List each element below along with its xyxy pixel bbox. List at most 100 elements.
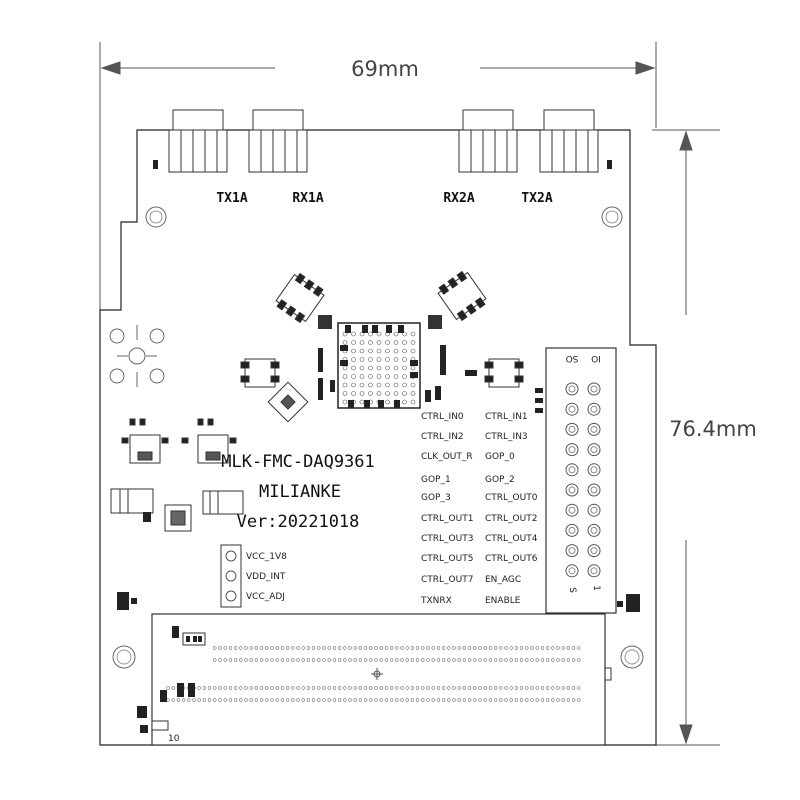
header-mark-bottom-right: 1 <box>591 585 601 591</box>
inductors <box>110 488 244 532</box>
fmc-pin <box>530 646 534 650</box>
fmc-pin <box>285 686 290 690</box>
fmc-pin <box>431 698 435 702</box>
bga-ball <box>402 331 407 337</box>
height-dimension <box>652 129 720 746</box>
power-header <box>220 544 242 608</box>
fmc-pin <box>571 698 576 702</box>
passives-around-ic <box>318 345 477 402</box>
fmc-pin <box>249 686 253 690</box>
fmc-pin <box>379 686 383 690</box>
fmc-pin <box>353 658 357 662</box>
balun-right <box>437 270 487 322</box>
fmc-pin <box>337 646 342 650</box>
bga-ball <box>393 365 399 371</box>
fmc-pin <box>379 658 383 662</box>
fmc-pin <box>473 698 477 702</box>
bga-ball <box>368 348 373 354</box>
fmc-pin <box>441 698 446 702</box>
fmc-pin <box>306 686 311 690</box>
fmc-pin <box>467 658 472 662</box>
fmc-pin <box>343 658 347 662</box>
fmc-pin <box>317 646 321 650</box>
fmc-pin <box>488 646 493 650</box>
fmc-pin <box>488 686 493 690</box>
bga-ball <box>368 331 373 337</box>
header-pin-hole <box>568 425 576 433</box>
fmc-pin <box>374 646 378 650</box>
oscillator-left <box>240 358 280 388</box>
fmc-pin <box>478 686 482 690</box>
fmc-pin <box>239 658 243 662</box>
header-pin <box>587 523 601 537</box>
bga-ball <box>376 340 382 345</box>
fmc-pin <box>337 698 342 702</box>
fmc-pin <box>233 646 238 650</box>
header-pin <box>565 564 579 578</box>
gpio-label: CTRL_OUT0 <box>485 493 538 503</box>
fmc-pin <box>493 686 498 690</box>
fmc-pin <box>509 698 513 702</box>
fmc-pin <box>457 686 461 690</box>
fmc-pin <box>379 646 383 650</box>
fmc-pin <box>478 646 482 650</box>
fmc-mark: 10 <box>168 734 180 744</box>
fmc-pin <box>389 658 394 662</box>
header-pin-hole <box>590 547 598 555</box>
fmc-pin <box>514 698 519 702</box>
gpio-label: CTRL_IN3 <box>485 432 528 442</box>
fmc-pin <box>291 646 295 650</box>
fmc-pin <box>421 646 425 650</box>
fmc-pin <box>280 686 285 690</box>
fmc-pin <box>405 658 409 662</box>
fmc-pin <box>327 698 331 702</box>
fmc-pin <box>436 658 441 662</box>
connector-label-tx2a: TX2A <box>521 191 552 206</box>
fmc-pin <box>462 658 467 662</box>
bga-ball <box>393 357 399 362</box>
fmc-pin <box>358 698 363 702</box>
header-pin-hole <box>568 526 576 534</box>
main-ic <box>337 322 421 409</box>
fmc-pin <box>467 698 472 702</box>
fmc-pin <box>410 698 415 702</box>
fmc-pin <box>363 658 368 662</box>
fmc-pin <box>577 698 581 702</box>
bga-ball <box>376 357 382 362</box>
fmc-pin <box>322 686 326 690</box>
fmc-pin <box>275 698 279 702</box>
bga-ball <box>402 391 407 396</box>
fmc-pin <box>545 646 550 650</box>
fmc-pin <box>317 686 321 690</box>
bga-ball <box>359 374 365 379</box>
bga-ball <box>402 340 407 345</box>
fmc-pin <box>249 658 253 662</box>
fmc-pin <box>395 686 399 690</box>
header-pin-hole <box>568 486 576 494</box>
bga-ball <box>385 391 390 396</box>
gpio-labels-left: CTRL_IN0 CTRL_IN2 CLK_OUT_R GOP_1 GOP_3 … <box>420 412 473 606</box>
bga-ball <box>385 340 390 345</box>
bga-ball <box>359 382 365 388</box>
fmc-pin <box>395 658 399 662</box>
fmc-pin <box>233 686 238 690</box>
fmc-pin <box>561 646 565 650</box>
fmc-pin <box>561 698 565 702</box>
height-label: 76.4mm <box>669 417 757 441</box>
board-version: Ver:20221018 <box>237 512 360 532</box>
fmc-pin <box>457 646 461 650</box>
fmc-pin <box>223 658 227 662</box>
fmc-pin <box>363 698 368 702</box>
fmc-pin <box>395 646 399 650</box>
fmc-pin <box>291 698 295 702</box>
fmc-pin <box>467 646 472 650</box>
fmc-pin <box>332 658 337 662</box>
connector-label-tx1a: TX1A <box>216 191 247 206</box>
fmc-pin <box>259 698 264 702</box>
fmc-pin <box>504 658 508 662</box>
fmc-pin <box>285 646 290 650</box>
fmc-pin <box>426 646 430 650</box>
fmc-pin <box>171 698 175 702</box>
fmc-pin <box>327 686 331 690</box>
